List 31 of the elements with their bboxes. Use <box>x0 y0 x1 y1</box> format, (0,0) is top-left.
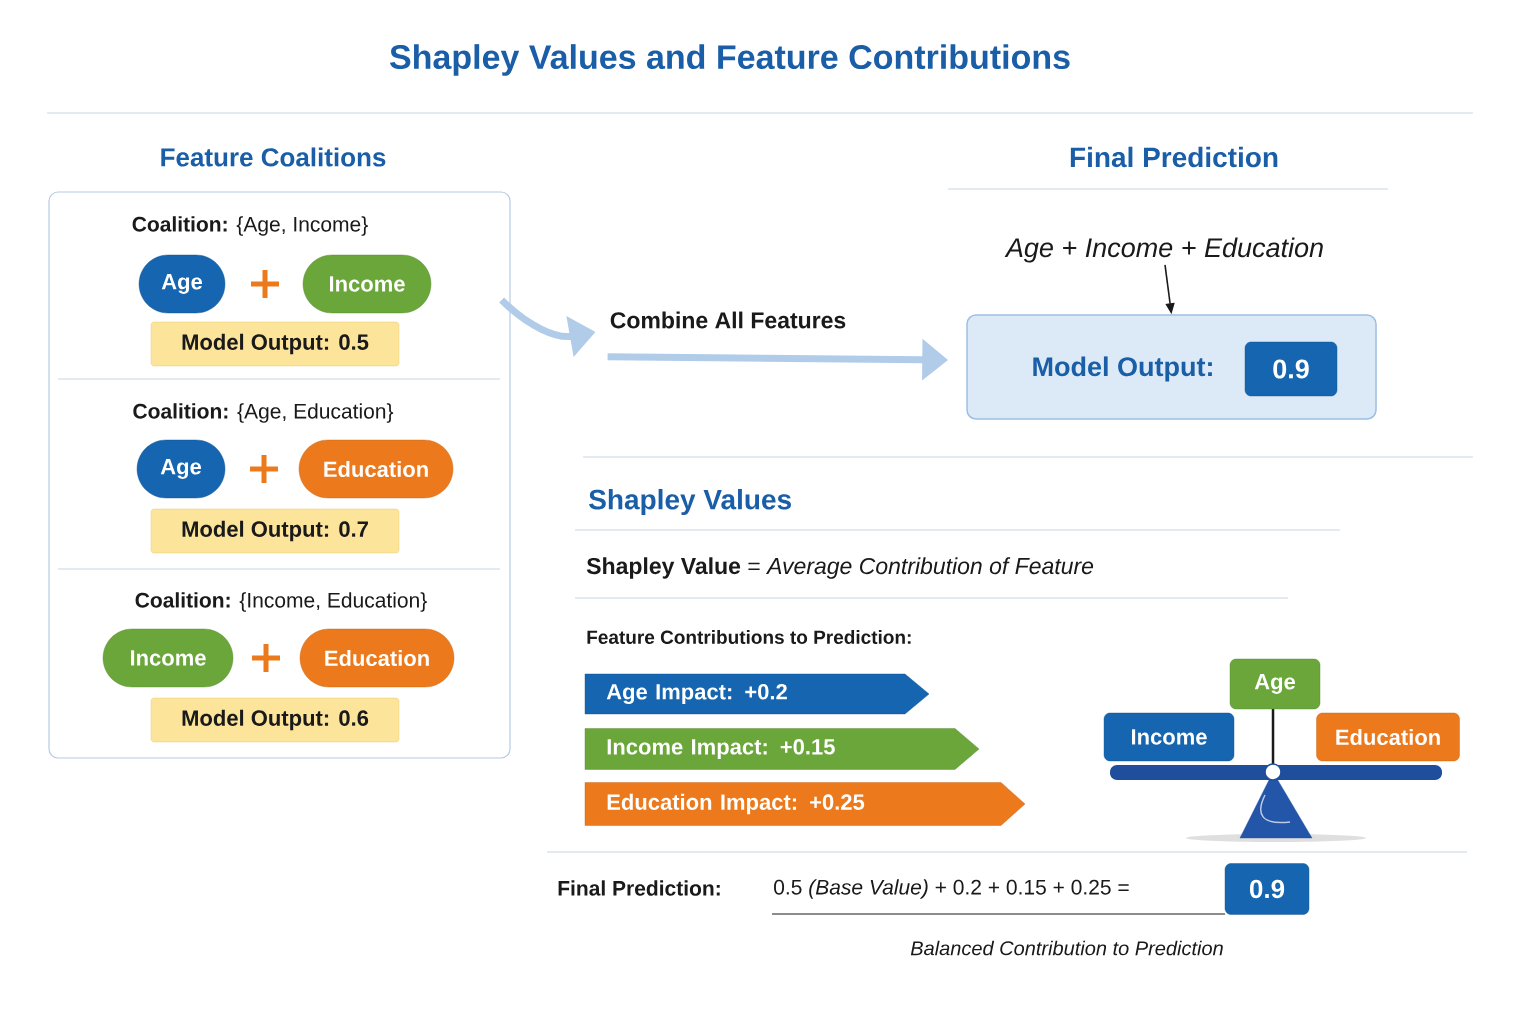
output-box: Model Output: 0.5 <box>150 321 400 367</box>
feature-pill: Education <box>299 628 455 688</box>
section-heading: Final Prediction <box>1070 146 1278 168</box>
title: Shapley Values and Feature Contributions <box>389 44 1070 76</box>
section-heading: Feature Coalitions <box>161 147 386 167</box>
impact-banner: Income Impact: +0.15 <box>584 728 980 770</box>
feature-pill: Age <box>138 254 226 314</box>
result-label: Final Prediction: <box>558 880 720 896</box>
step-text: Combine All Features <box>610 311 846 329</box>
output-box: Model Output: 0.6 <box>150 697 400 743</box>
feature-pill: Income <box>302 254 432 314</box>
caption-text: Balanced Contribution to Prediction <box>910 940 1223 956</box>
subheading: Feature Contributions to Prediction: <box>587 630 911 644</box>
coalition-label: Coalition: {Income, Education} <box>135 592 427 612</box>
feature-pill: Income <box>102 628 234 688</box>
output-box: Model Output: 0.7 <box>150 508 400 554</box>
coalition-label: Coalition: {Age, Education} <box>133 403 394 423</box>
value-badge: 0.9 <box>1224 863 1310 915</box>
feature-tile: Income <box>1103 712 1235 762</box>
formula-text: Shapley Value = Average Contribution of Feature <box>586 557 1094 579</box>
feature-pill: Age <box>136 439 226 499</box>
coalition-label: Coalition: {Age, Income} <box>132 216 368 236</box>
impact-banner: Age Impact: +0.2 <box>584 673 930 715</box>
section-heading: Shapley Values <box>589 488 791 516</box>
formula-text: Age + Income + Education <box>1004 237 1323 263</box>
feature-tile: Education <box>1316 712 1460 762</box>
equation-text: 0.5 (Base Value) + 0.2 + 0.15 + 0.25 = <box>774 879 1129 899</box>
feature-pill: Education <box>298 439 454 499</box>
impact-banner: Education Impact: +0.25 <box>584 782 1026 826</box>
value-badge: 0.9 <box>1244 341 1338 397</box>
feature-tile: Age <box>1229 658 1321 710</box>
